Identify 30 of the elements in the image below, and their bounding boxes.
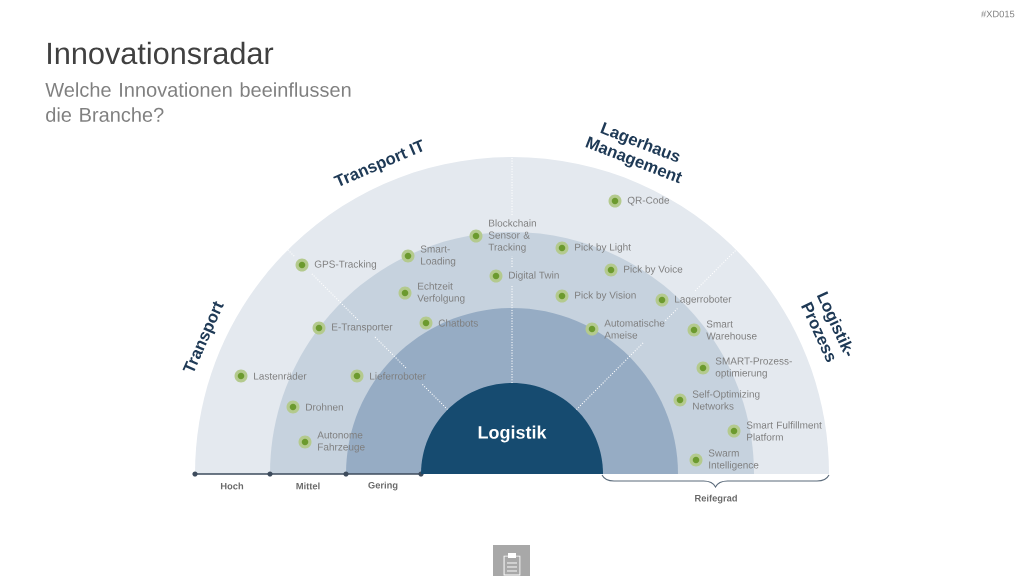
- scale-label: Mittel: [296, 482, 320, 490]
- innovation-label: Lieferroboter: [370, 372, 426, 380]
- innovation-label: Echtzeit Verfolgung: [417, 282, 465, 304]
- innovation-label: Smart- Loading: [420, 245, 456, 267]
- scale-label: Gering: [368, 481, 398, 491]
- innovation-label: SMART-Prozess- optimierung: [715, 357, 792, 379]
- innovation-label: Autonome Fahrzeuge: [317, 431, 365, 453]
- core-semicircle: Logistik: [421, 383, 603, 474]
- innovation-label: Self-Optimizing Networks: [692, 390, 760, 410]
- innovation-label: Pick by Voice: [624, 265, 683, 275]
- slide-code: #XD015: [981, 10, 1015, 18]
- innovation-label: Blockchain Sensor & Tracking: [488, 219, 536, 253]
- innovation-label: Drohnen: [306, 403, 343, 411]
- title: Innovationsradar: [48, 41, 274, 65]
- innovation-label: Digital Twin: [509, 271, 559, 281]
- innovation-label: Smart Fulfillment Platform: [746, 421, 822, 441]
- innovation-label: Swarm Intelligence: [708, 449, 759, 471]
- innovation-label: Chatbots: [438, 319, 478, 327]
- innovation-label: Smart Warehouse: [706, 320, 757, 340]
- innovation-label: Pick by Vision: [575, 291, 636, 301]
- innovation-label: Pick by Light: [575, 243, 631, 253]
- innovation-label: Lagerroboter: [675, 295, 732, 305]
- brace-label: Reifegrad: [695, 494, 737, 504]
- subtitle: Welche Innovationen beeinflussen die Branche?: [45, 82, 351, 122]
- scale-label: Hoch: [220, 482, 244, 490]
- innovation-label: Automatische Ameise: [604, 319, 665, 339]
- innovation-label: QR-Code: [627, 196, 670, 206]
- innovation-label: GPS-Tracking: [314, 260, 377, 270]
- innovation-label: E-Transporter: [332, 323, 393, 333]
- innovation-label: Lastenräder: [254, 372, 307, 380]
